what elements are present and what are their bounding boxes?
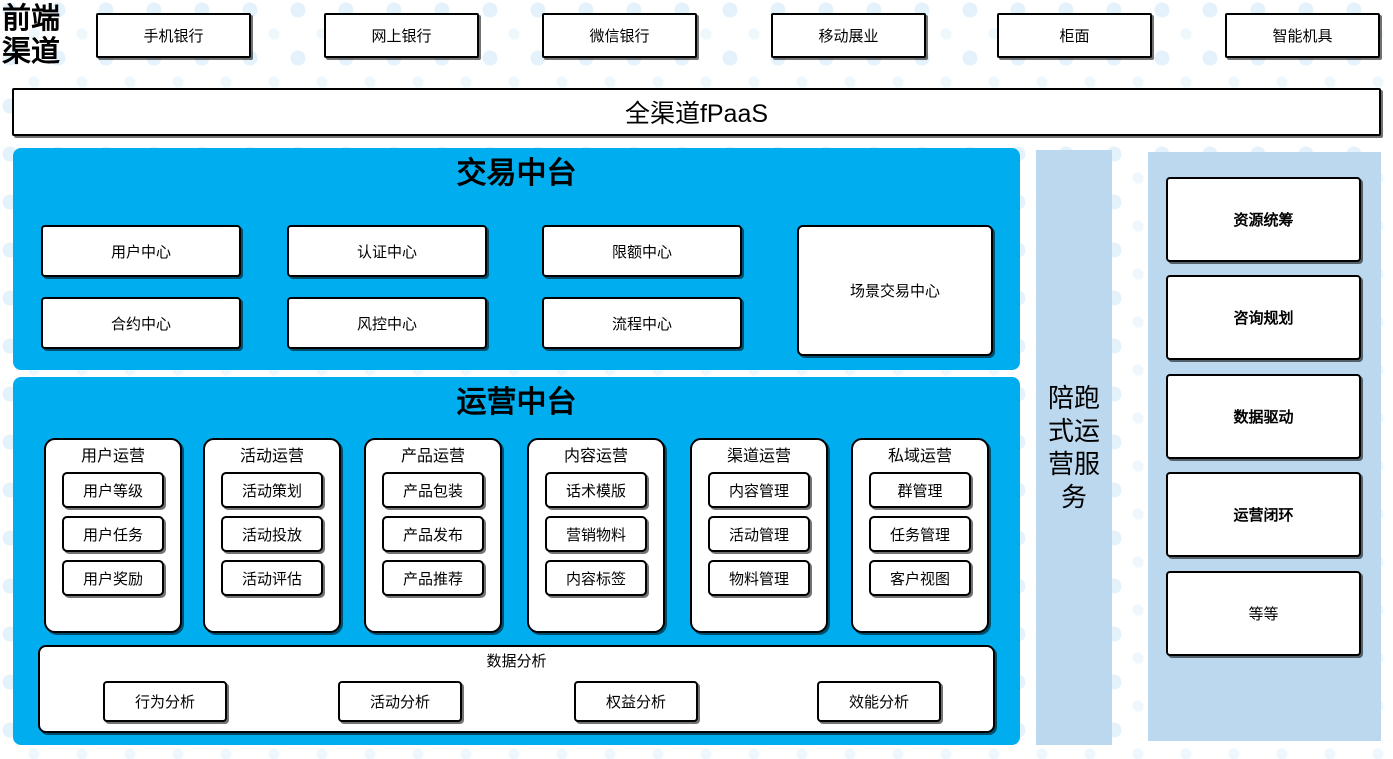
ops-center-title: 运营中台 (456, 386, 577, 419)
channel-box-mobile-bank[interactable]: 手机银行 (96, 13, 251, 58)
ops-item[interactable]: 产品推荐 (382, 560, 484, 596)
trade-box-scene-transaction-center[interactable]: 场景交易中心 (797, 225, 993, 356)
front-end-channel-label: 前端 渠道 (2, 3, 61, 68)
trade-center-title: 交易中台 (456, 157, 577, 190)
ops-group-title: 渠道运营 (726, 448, 791, 465)
trade-box-limit-center[interactable]: 限额中心 (542, 225, 742, 277)
ops-group-title: 用户运营 (80, 448, 145, 465)
data-analysis-item-behavior[interactable]: 行为分析 (103, 681, 227, 722)
data-analysis-item-campaign[interactable]: 活动分析 (338, 681, 462, 722)
ops-group-title: 内容运营 (563, 448, 628, 465)
ops-item[interactable]: 用户奖励 (62, 560, 164, 596)
capability-box-etc[interactable]: 等等 (1166, 571, 1361, 656)
trade-box-risk-center[interactable]: 风控中心 (287, 297, 487, 349)
ops-item[interactable]: 话术模版 (545, 472, 647, 508)
ops-item[interactable]: 活动评估 (221, 560, 323, 596)
trade-box-auth-center[interactable]: 认证中心 (287, 225, 487, 277)
ops-item[interactable]: 任务管理 (869, 516, 971, 552)
accompanying-operation-service-column: 陪跑式运营服务 (1036, 150, 1112, 745)
ops-group-title: 活动运营 (239, 448, 304, 465)
ops-item[interactable]: 产品包装 (382, 472, 484, 508)
ops-group-private-domain-operations[interactable]: 私域运营 群管理 任务管理 客户视图 (851, 438, 989, 633)
ops-group-channel-operations[interactable]: 渠道运营 内容管理 活动管理 物料管理 (690, 438, 828, 633)
channel-box-counter[interactable]: 柜面 (997, 13, 1152, 58)
data-analysis-section: 数据分析 行为分析 活动分析 权益分析 效能分析 (38, 645, 995, 733)
channel-box-mobile-biz[interactable]: 移动展业 (771, 13, 926, 58)
capability-panel: 资源统筹 咨询规划 数据驱动 运营闭环 等等 (1148, 152, 1381, 741)
ops-item[interactable]: 活动策划 (221, 472, 323, 508)
ops-item[interactable]: 活动管理 (708, 516, 810, 552)
ops-item[interactable]: 内容管理 (708, 472, 810, 508)
capability-box-operation-closed-loop[interactable]: 运营闭环 (1166, 472, 1361, 557)
ops-item[interactable]: 用户等级 (62, 472, 164, 508)
ops-item[interactable]: 活动投放 (221, 516, 323, 552)
ops-group-content-operations[interactable]: 内容运营 话术模版 营销物料 内容标签 (527, 438, 665, 633)
capability-box-resource-coordination[interactable]: 资源统筹 (1166, 177, 1361, 262)
data-analysis-item-efficiency[interactable]: 效能分析 (817, 681, 941, 722)
ops-group-title: 私域运营 (887, 448, 952, 465)
service-column-label: 陪跑式运营服务 (1047, 382, 1100, 512)
ops-item[interactable]: 用户任务 (62, 516, 164, 552)
ops-group-campaign-operations[interactable]: 活动运营 活动策划 活动投放 活动评估 (203, 438, 341, 633)
ops-item[interactable]: 物料管理 (708, 560, 810, 596)
ops-item[interactable]: 客户视图 (869, 560, 971, 596)
channel-box-smart-device[interactable]: 智能机具 (1225, 13, 1380, 58)
capability-box-data-driven[interactable]: 数据驱动 (1166, 374, 1361, 459)
trade-box-contract-center[interactable]: 合约中心 (41, 297, 241, 349)
capability-box-consulting-planning[interactable]: 咨询规划 (1166, 275, 1361, 360)
ops-item[interactable]: 群管理 (869, 472, 971, 508)
ops-item[interactable]: 产品发布 (382, 516, 484, 552)
ops-group-title: 产品运营 (400, 448, 465, 465)
channel-box-wechat-bank[interactable]: 微信银行 (542, 13, 697, 58)
channel-box-online-bank[interactable]: 网上银行 (324, 13, 479, 58)
ops-item[interactable]: 内容标签 (545, 560, 647, 596)
data-analysis-title: 数据分析 (486, 653, 547, 670)
ops-group-user-operations[interactable]: 用户运营 用户等级 用户任务 用户奖励 (44, 438, 182, 633)
trade-box-process-center[interactable]: 流程中心 (542, 297, 742, 349)
ops-item[interactable]: 营销物料 (545, 516, 647, 552)
omnichannel-fpaas-bar[interactable]: 全渠道fPaaS (12, 88, 1381, 136)
data-analysis-item-benefits[interactable]: 权益分析 (574, 681, 698, 722)
trade-box-user-center[interactable]: 用户中心 (41, 225, 241, 277)
ops-group-product-operations[interactable]: 产品运营 产品包装 产品发布 产品推荐 (364, 438, 502, 633)
